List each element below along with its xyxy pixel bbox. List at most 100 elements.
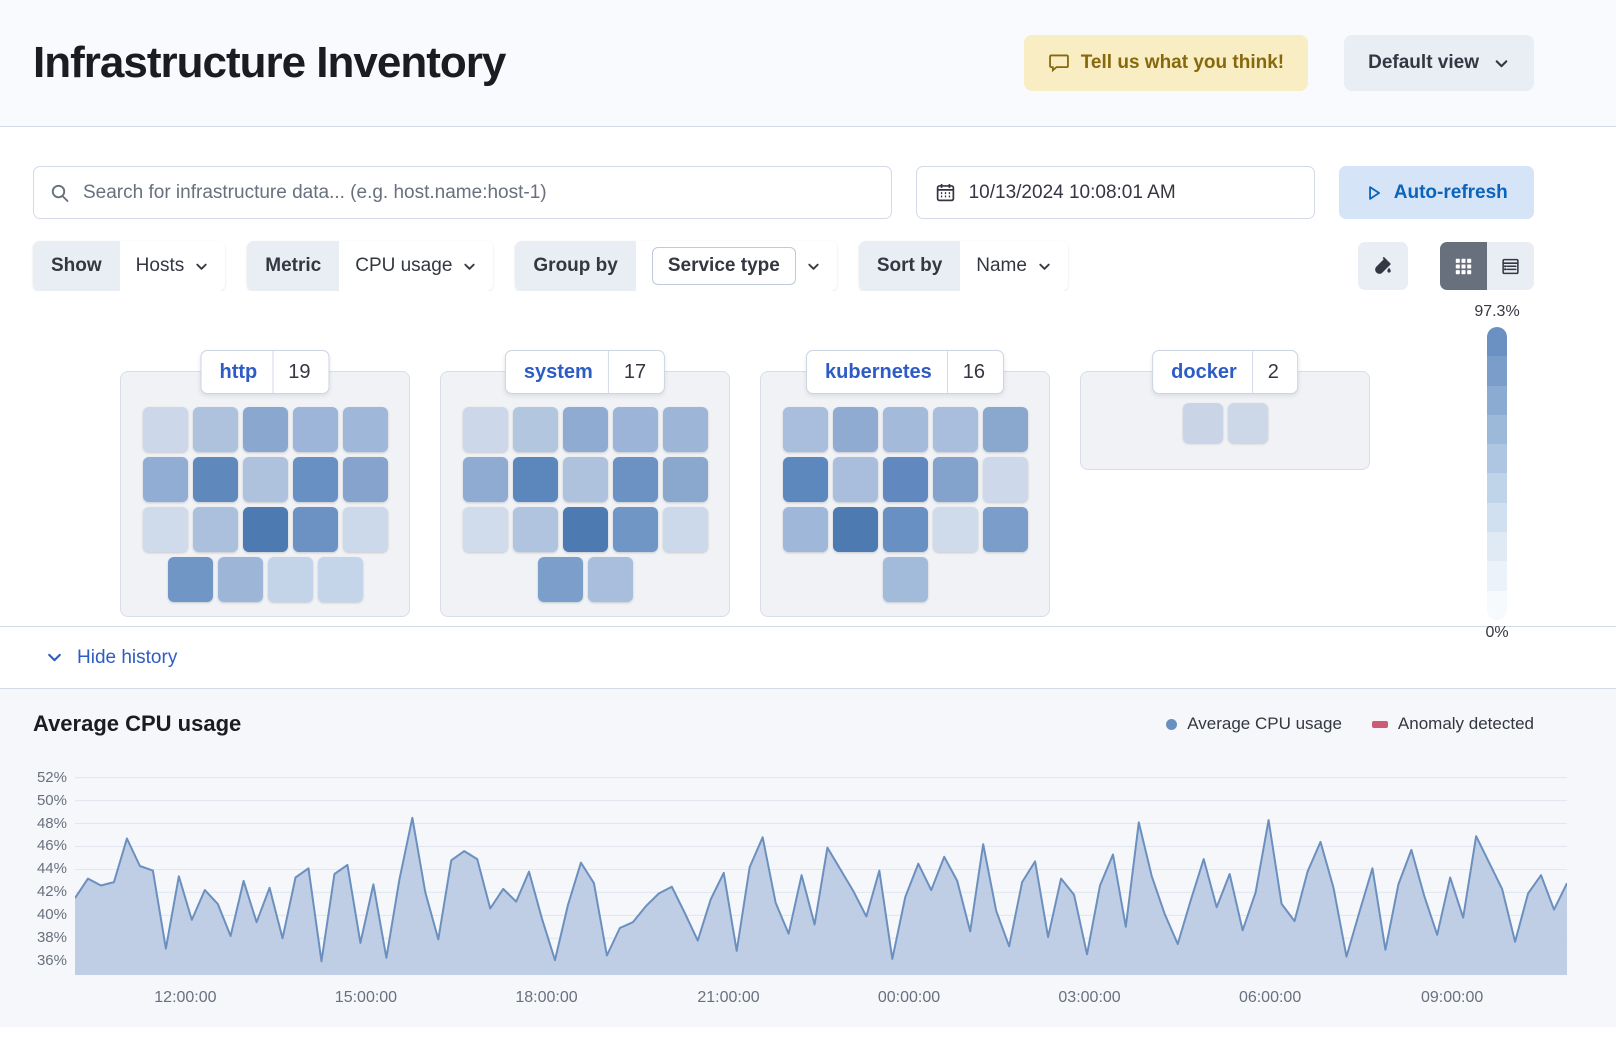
host-tile[interactable]	[192, 507, 238, 552]
date-picker[interactable]: 10/13/2024 10:08:01 AM	[915, 166, 1315, 219]
host-tile[interactable]	[562, 407, 608, 452]
host-tile[interactable]	[562, 507, 608, 552]
y-axis-labels: 52%50%48%46%44%42%40%38%36%	[33, 757, 67, 975]
host-tile[interactable]	[167, 557, 213, 602]
host-tile[interactable]	[142, 457, 188, 502]
host-tile[interactable]	[882, 507, 928, 552]
host-tile[interactable]	[832, 507, 878, 552]
x-tick-label: 03:00:00	[1058, 989, 1121, 1006]
toolbar: 10/13/2024 10:08:01 AM Auto-refresh	[0, 127, 1616, 219]
host-tile[interactable]	[292, 407, 338, 452]
host-tile[interactable]	[292, 507, 338, 552]
host-tile[interactable]	[342, 407, 388, 452]
host-tile[interactable]	[982, 407, 1028, 452]
host-tile[interactable]	[662, 407, 708, 452]
sort-by-control: Sort by Name	[858, 241, 1068, 291]
host-tile[interactable]	[612, 507, 658, 552]
host-tile[interactable]	[512, 407, 558, 452]
host-tile[interactable]	[462, 457, 508, 502]
host-tile[interactable]	[932, 457, 978, 502]
host-tile[interactable]	[242, 407, 288, 452]
legend-item[interactable]: Average CPU usage	[1166, 714, 1342, 734]
y-tick-label: 52%	[36, 768, 67, 786]
feedback-button[interactable]: Tell us what you think!	[1023, 35, 1309, 91]
group-name-link[interactable]: http	[219, 360, 258, 383]
host-tile[interactable]	[587, 557, 633, 602]
host-tile[interactable]	[192, 407, 238, 452]
table-view-button[interactable]	[1487, 242, 1534, 290]
host-tile[interactable]	[317, 557, 363, 602]
host-tile[interactable]	[142, 407, 188, 452]
host-tile[interactable]	[292, 457, 338, 502]
map-view-button[interactable]	[1440, 242, 1487, 290]
speech-bubble-icon	[1048, 52, 1070, 74]
host-tile[interactable]	[782, 507, 828, 552]
group-by-dropdown[interactable]: Service type	[635, 241, 837, 291]
host-tile[interactable]	[832, 407, 878, 452]
legend-label: Average CPU usage	[1187, 714, 1342, 733]
host-tile[interactable]	[932, 407, 978, 452]
group-name-link[interactable]: docker	[1171, 360, 1237, 383]
host-tile[interactable]	[192, 457, 238, 502]
host-tile[interactable]	[142, 507, 188, 552]
legend-item[interactable]: Anomaly detected	[1371, 714, 1534, 734]
host-tile[interactable]	[982, 457, 1028, 502]
host-tile[interactable]	[562, 457, 608, 502]
host-tile[interactable]	[462, 407, 508, 452]
x-tick-label: 21:00:00	[697, 989, 760, 1006]
group-by-selected-pill[interactable]: Service type	[651, 247, 796, 285]
host-tile[interactable]	[782, 407, 828, 452]
host-tile[interactable]	[882, 407, 928, 452]
show-dropdown[interactable]: Hosts	[119, 241, 226, 291]
host-tile[interactable]	[217, 557, 263, 602]
x-tick-label: 09:00:00	[1420, 989, 1484, 1006]
chart-title: Average CPU usage	[33, 711, 242, 736]
host-tile[interactable]	[242, 507, 288, 552]
view-selector[interactable]: Default view	[1344, 35, 1534, 91]
group-count: 16	[962, 360, 985, 383]
feedback-label: Tell us what you think!	[1080, 52, 1285, 73]
host-tile[interactable]	[537, 557, 583, 602]
group-name-link[interactable]: system	[523, 360, 593, 383]
host-tile[interactable]	[882, 457, 928, 502]
pill-divider	[607, 351, 609, 393]
host-tile[interactable]	[512, 507, 558, 552]
host-tile[interactable]	[662, 507, 708, 552]
host-tile[interactable]	[612, 407, 658, 452]
y-tick-label: 38%	[36, 929, 67, 947]
host-tile[interactable]	[1227, 403, 1268, 443]
metric-dropdown[interactable]: CPU usage	[339, 241, 494, 291]
auto-refresh-button[interactable]: Auto-refresh	[1338, 166, 1534, 219]
host-tile[interactable]	[932, 507, 978, 552]
host-tile[interactable]	[462, 507, 508, 552]
host-tile[interactable]	[782, 457, 828, 502]
host-tile[interactable]	[512, 457, 558, 502]
host-tile[interactable]	[342, 457, 388, 502]
sort-by-dropdown[interactable]: Name	[960, 241, 1068, 291]
chevron-down-icon	[46, 649, 63, 666]
host-tile[interactable]	[882, 557, 928, 602]
legend-color-options-button[interactable]	[1358, 242, 1408, 290]
host-tile[interactable]	[982, 507, 1028, 552]
group-count: 19	[288, 360, 311, 383]
host-tile[interactable]	[662, 457, 708, 502]
host-tile[interactable]	[342, 507, 388, 552]
chevron-down-icon	[462, 259, 477, 274]
host-tile[interactable]	[267, 557, 313, 602]
search-input[interactable]	[83, 181, 875, 204]
host-tile[interactable]	[1182, 403, 1223, 443]
legend-dot-marker	[1166, 718, 1178, 730]
hide-history-toggle[interactable]: Hide history	[46, 647, 177, 669]
host-tile[interactable]	[612, 457, 658, 502]
host-tile[interactable]	[832, 457, 878, 502]
scale-max-label: 97.3%	[1474, 303, 1520, 320]
host-tile[interactable]	[242, 457, 288, 502]
group-name-link[interactable]: kubernetes	[825, 360, 932, 383]
y-tick-label: 46%	[36, 837, 67, 855]
